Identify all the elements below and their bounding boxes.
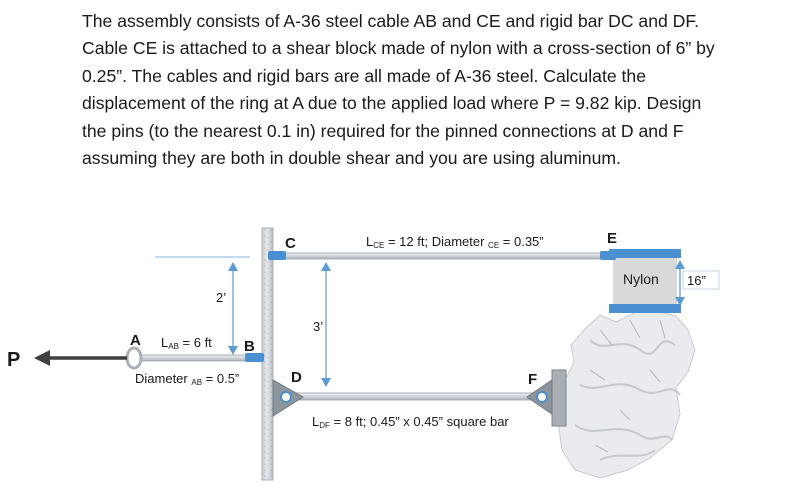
nylon-block — [613, 257, 677, 306]
cable-ce-label: LCE = 12 ft; Diameter CE = 0.35” — [366, 234, 544, 250]
pin-d — [280, 391, 292, 403]
problem-statement: The assembly consists of A-36 steel cabl… — [82, 8, 772, 172]
dim-2ft-arrow-down — [228, 346, 238, 355]
rock-texture — [574, 339, 681, 461]
rock-cracks — [589, 319, 666, 453]
point-f-label: F — [528, 371, 537, 388]
cable-ab-diameter-label: Diameter AB = 0.5” — [135, 371, 239, 387]
wall-plate-f — [551, 369, 567, 427]
nylon-top-plate — [609, 249, 681, 258]
dim-2ft-label: 2’ — [216, 290, 226, 305]
problem-line-4: displacement of the ring at A due to the… — [82, 93, 702, 114]
load-arrow-head — [34, 350, 50, 366]
dim-3ft-arrow-up — [321, 262, 331, 271]
bar-df — [289, 392, 543, 401]
point-b-label: B — [244, 338, 255, 355]
point-d-label: D — [291, 369, 302, 386]
post-texture — [262, 228, 273, 480]
dim-16in-arrow-down — [675, 297, 685, 306]
problem-line-2: Cable CE is attached to a shear block ma… — [82, 38, 715, 59]
problem-line-3: 0.25”. The cables and rigid bars are all… — [82, 65, 646, 86]
problem-line-1: The assembly consists of A-36 steel cabl… — [82, 11, 700, 31]
nylon-label: Nylon — [623, 271, 659, 287]
dim-16in-label: 16” — [687, 273, 706, 288]
dim-3ft-label: 3’ — [313, 319, 323, 334]
dim-2ft-arrow-up — [228, 262, 238, 271]
pin-f — [536, 391, 548, 403]
load-label: P — [7, 349, 20, 371]
point-e-label: E — [607, 230, 617, 247]
point-c-label: C — [285, 235, 296, 252]
dim-16in-box — [682, 270, 720, 290]
cable-ab-length-label: LAB = 6 ft — [161, 335, 212, 351]
ring-a — [125, 346, 143, 370]
point-a-label: A — [130, 332, 141, 349]
cable-ab — [140, 354, 250, 362]
dim-16in-arrow-up — [675, 260, 685, 269]
problem-line-6: assuming they are both in double shear a… — [82, 148, 621, 169]
cable-ce — [280, 252, 605, 260]
cable-ab-end-b — [245, 353, 264, 362]
bar-df-label: LDF = 8 ft; 0.45” x 0.45” square bar — [312, 414, 509, 430]
cable-ce-end-e — [600, 251, 616, 260]
cable-ce-end-c — [268, 251, 286, 260]
rock-wall — [557, 309, 696, 479]
problem-line-5: the pins (to the nearest 0.1 in) require… — [82, 120, 684, 141]
dim-3ft-arrow-down — [321, 378, 331, 387]
nylon-bottom-plate — [609, 304, 681, 313]
